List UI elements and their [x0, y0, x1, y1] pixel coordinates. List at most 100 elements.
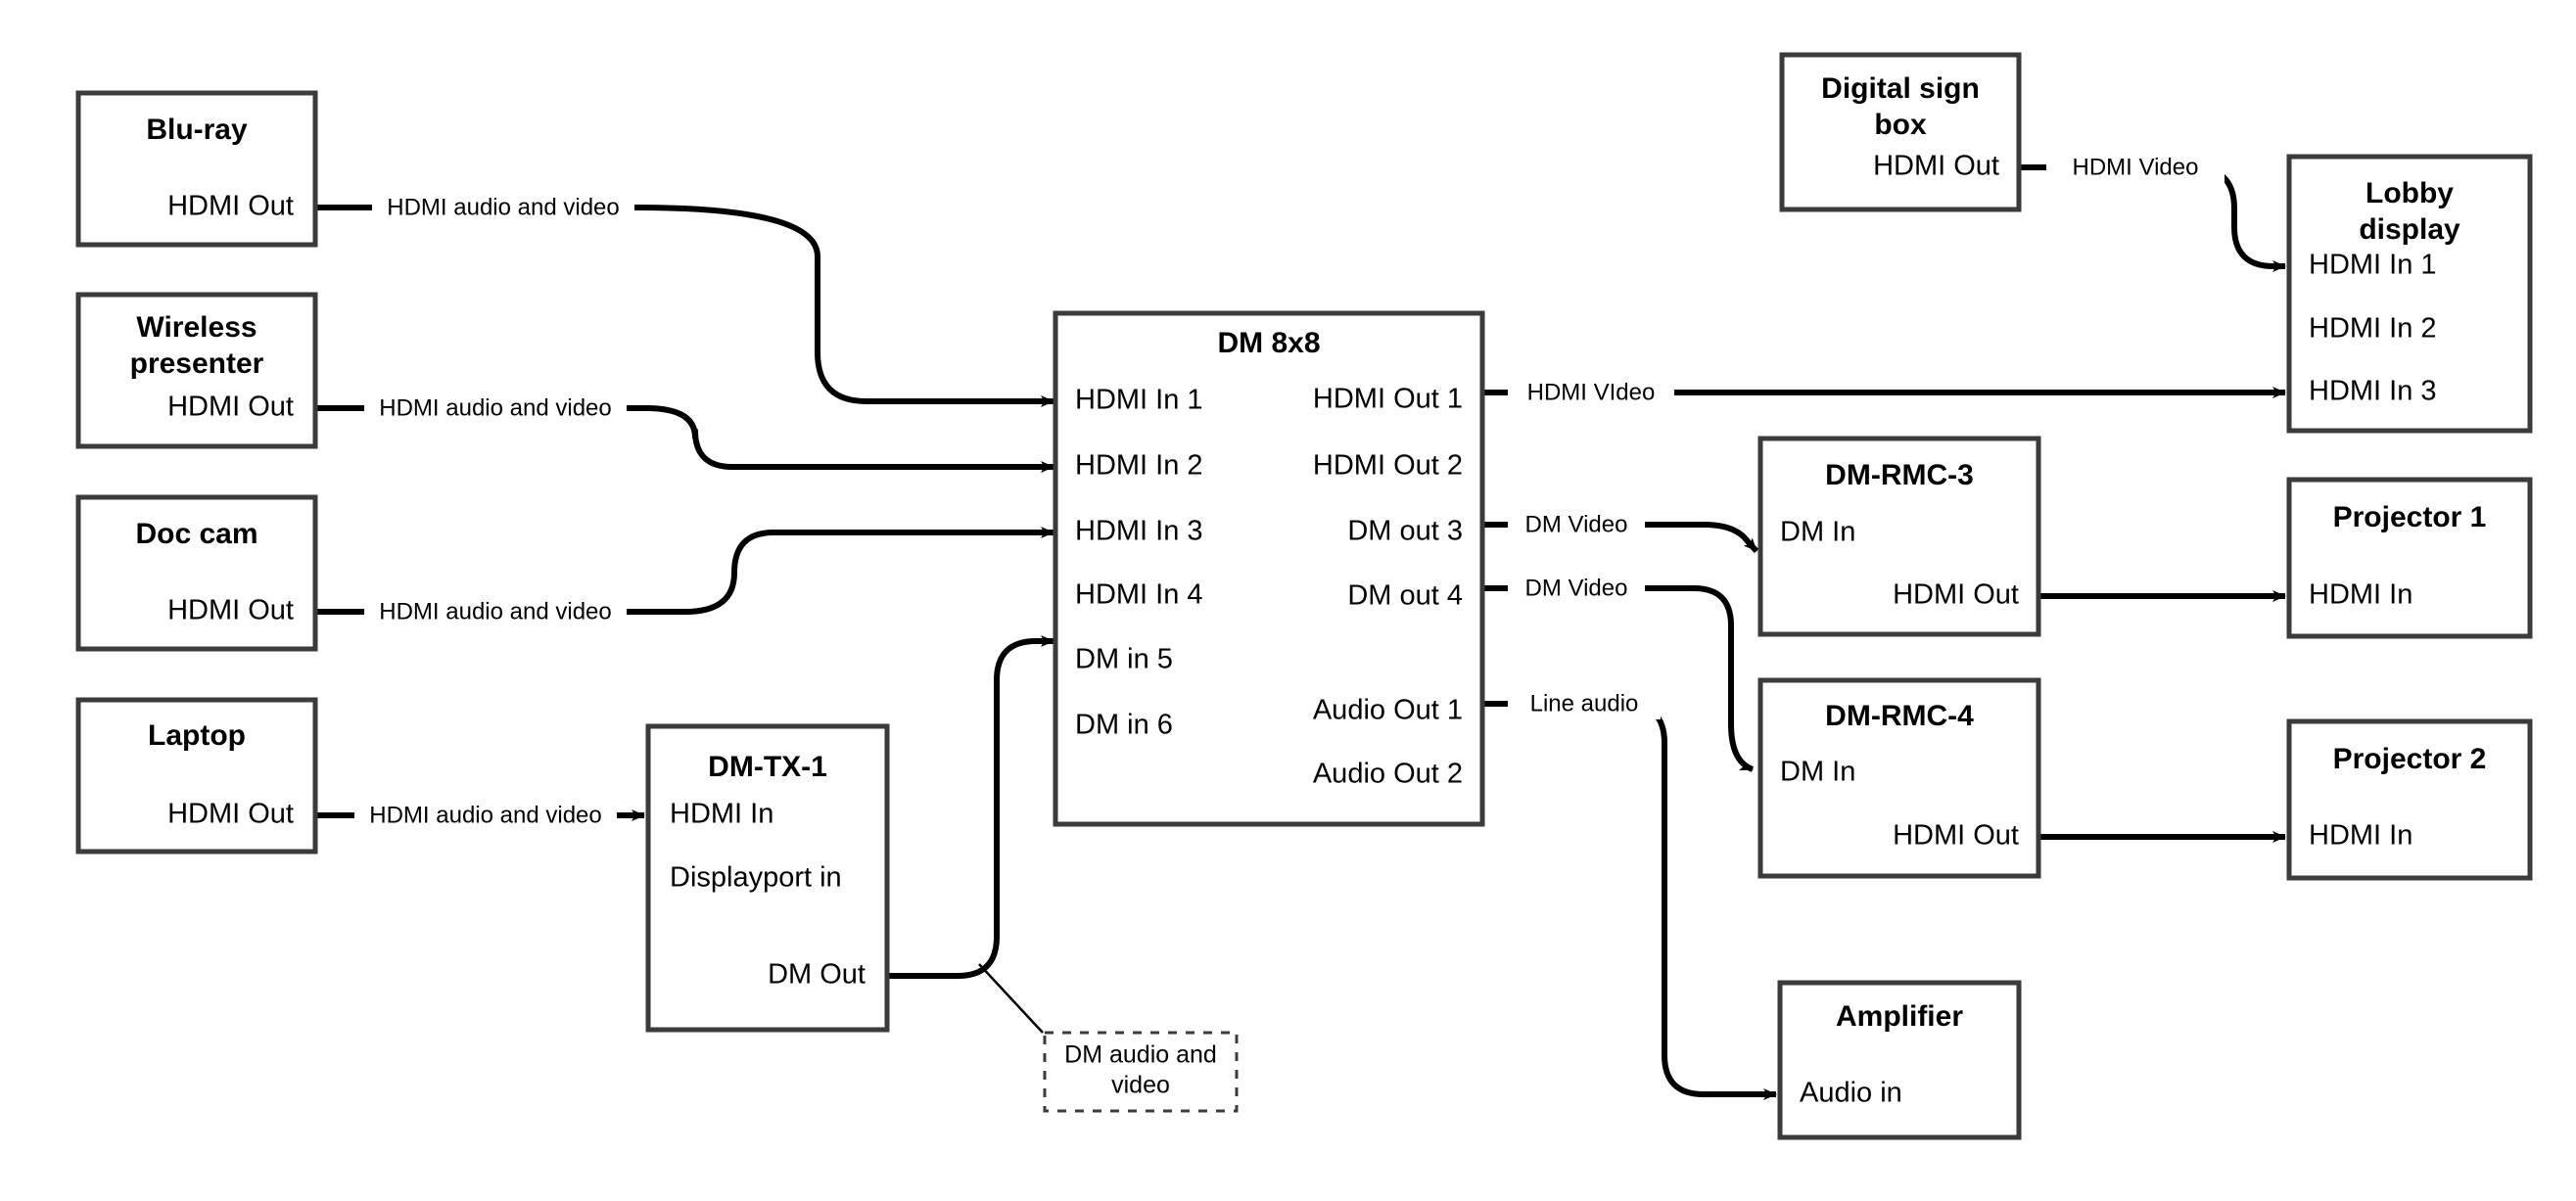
wireless-presenter-title-line2: presenter	[130, 347, 264, 380]
lobby-display-title-line2: display	[2359, 213, 2460, 246]
dm-rmc-3-box[interactable]	[1757, 436, 2041, 637]
projector-1-box[interactable]	[2286, 477, 2533, 639]
edge-wireless-to-dm-in2: HDMI audio and video	[315, 393, 1054, 473]
node-laptop[interactable]: Laptop HDMI Out	[75, 697, 318, 855]
edge-label-wireless: HDMI audio and video	[379, 394, 611, 421]
dm-rmc-3-port-hdmi-out: HDMI Out	[1893, 579, 2019, 611]
blu-ray-box[interactable]	[75, 90, 318, 248]
edge-dm-out4-to-rmc4: DM Video	[1484, 573, 1755, 772]
node-dm-rmc-3[interactable]: DM-RMC-3 DM In HDMI Out	[1757, 436, 2041, 637]
dm-8x8-output-audio-out-2: Audio Out 2	[1313, 759, 1463, 790]
digital-sign-box-box[interactable]	[1779, 52, 2022, 212]
dm-8x8-input-hdmi-in-3: HDMI In 3	[1075, 516, 1203, 547]
amplifier-title: Amplifier	[1836, 1000, 1963, 1033]
amplifier-port-audio-in: Audio in	[1800, 1078, 1902, 1109]
lobby-display-port-hdmi-in-3: HDMI In 3	[2309, 376, 2437, 407]
projector-2-title: Projector 2	[2333, 743, 2487, 775]
edge-label-dm-video-3: DM Video	[1525, 511, 1628, 537]
dm-tx-1-box[interactable]	[645, 723, 890, 1033]
dm-audio-video-note-line2: video	[1111, 1072, 1170, 1099]
dm-audio-video-note-line1: DM audio and	[1064, 1041, 1217, 1069]
edge-label-bg	[1508, 377, 1674, 408]
doc-cam-port-hdmi-out: HDMI Out	[167, 595, 294, 626]
lobby-display-port-hdmi-in-1: HDMI In 1	[2309, 250, 2437, 281]
dm-tx-1-port-displayport-in: Displayport in	[670, 862, 842, 894]
digital-sign-box-title-line1: Digital sign	[1821, 72, 1980, 105]
edge-laptop-to-dmtx: HDMI audio and video	[315, 800, 645, 831]
edge-dm-out3-to-rmc3: DM Video	[1484, 509, 1759, 554]
dm-rmc-3-port-dm-in: DM In	[1780, 517, 1855, 548]
laptop-box[interactable]	[75, 697, 318, 855]
edge-label-bg	[1508, 509, 1645, 540]
edge-label-bg	[2046, 152, 2225, 183]
projector-2-port-hdmi-in: HDMI In	[2309, 820, 2412, 852]
lobby-display-title-line1: Lobby	[2365, 177, 2454, 209]
dm-8x8-output-audio-out-1: Audio Out 1	[1313, 695, 1463, 726]
edge-label-doccam: HDMI audio and video	[379, 598, 611, 624]
dm-rmc-4-box[interactable]	[1757, 677, 2041, 879]
edge-dm-audio1-to-amp: Line audio	[1484, 688, 1777, 1100]
node-dm-8x8[interactable]: DM 8x8 HDMI In 1 HDMI In 2 HDMI In 3 HDM…	[1053, 310, 1485, 827]
dm-tx-1-title: DM-TX-1	[708, 751, 827, 783]
laptop-title: Laptop	[148, 719, 246, 752]
wireless-presenter-title-line1: Wireless	[136, 311, 257, 344]
node-digital-sign-box[interactable]: Digital sign box HDMI Out	[1779, 52, 2022, 212]
node-dm-tx-1[interactable]: DM-TX-1 HDMI In Displayport in DM Out	[645, 723, 890, 1033]
dm-8x8-title: DM 8x8	[1217, 327, 1320, 359]
edge-label-bg	[1508, 573, 1645, 604]
edge-dmtx-to-dm-in5	[887, 635, 1054, 979]
node-dm-rmc-4[interactable]: DM-RMC-4 DM In HDMI Out	[1757, 677, 2041, 879]
edge-bluray-to-dm-in1: HDMI audio and video	[315, 192, 1054, 407]
edge-label-bg	[372, 192, 634, 223]
dm-8x8-output-hdmi-out-2: HDMI Out 2	[1313, 450, 1463, 482]
dm-rmc-4-title: DM-RMC-4	[1825, 700, 1974, 732]
node-lobby-display[interactable]: Lobby display HDMI In 1 HDMI In 2 HDMI I…	[2286, 154, 2533, 434]
lobby-display-box[interactable]	[2286, 154, 2533, 434]
blu-ray-port-hdmi-out: HDMI Out	[167, 191, 294, 222]
node-projector-1[interactable]: Projector 1 HDMI In	[2286, 477, 2533, 639]
note-dm-audio-and-video: DM audio and video	[1043, 1031, 1239, 1113]
edge-label-bg	[1508, 688, 1661, 719]
projector-2-box[interactable]	[2286, 718, 2533, 881]
node-doc-cam[interactable]: Doc cam HDMI Out	[75, 494, 318, 652]
dm-tx-1-port-hdmi-in: HDMI In	[670, 799, 773, 830]
edge-signbox-to-lobby-in1: HDMI Video	[2019, 152, 2286, 272]
dm-rmc-4-port-hdmi-out: HDMI Out	[1893, 820, 2019, 852]
node-amplifier[interactable]: Amplifier Audio in	[1777, 980, 2022, 1140]
laptop-port-hdmi-out: HDMI Out	[167, 799, 294, 830]
dm-8x8-output-hdmi-out-1: HDMI Out 1	[1313, 384, 1463, 415]
edge-label-line-audio: Line audio	[1530, 690, 1639, 716]
edge-label-bg	[364, 393, 627, 424]
edge-label-bluray: HDMI audio and video	[387, 194, 619, 220]
blu-ray-title: Blu-ray	[146, 114, 248, 146]
wireless-presenter-port-hdmi-out: HDMI Out	[167, 392, 294, 423]
amplifier-box[interactable]	[1777, 980, 2022, 1140]
edge-label-bg	[354, 800, 617, 831]
edge-label-hdmi-video-out1: HDMI VIdeo	[1527, 379, 1656, 405]
dm-8x8-input-dm-in-6: DM in 6	[1075, 710, 1173, 741]
dm-8x8-input-hdmi-in-2: HDMI In 2	[1075, 450, 1203, 482]
note-leader-line	[978, 963, 1044, 1034]
node-projector-2[interactable]: Projector 2 HDMI In	[2286, 718, 2533, 881]
dm-rmc-3-title: DM-RMC-3	[1825, 459, 1974, 491]
digital-sign-box-port-hdmi-out: HDMI Out	[1873, 151, 1999, 182]
edge-dm-out1-to-lobby-in3: HDMI VIdeo	[1484, 377, 2286, 408]
lobby-display-port-hdmi-in-2: HDMI In 2	[2309, 313, 2437, 345]
dm-8x8-output-dm-out-4: DM out 4	[1347, 580, 1463, 612]
node-blu-ray[interactable]: Blu-ray HDMI Out	[75, 90, 318, 248]
node-wireless-presenter[interactable]: Wireless presenter HDMI Out	[75, 292, 318, 449]
projector-1-port-hdmi-in: HDMI In	[2309, 579, 2412, 611]
dm-8x8-input-hdmi-in-1: HDMI In 1	[1075, 385, 1203, 416]
edge-label-dm-video-4: DM Video	[1525, 575, 1628, 601]
edge-label-bg	[364, 596, 627, 627]
wireless-presenter-box[interactable]	[75, 292, 318, 449]
dm-8x8-box[interactable]	[1053, 310, 1485, 827]
doc-cam-box[interactable]	[75, 494, 318, 652]
dm-8x8-input-hdmi-in-4: HDMI In 4	[1075, 579, 1203, 611]
digital-sign-box-title-line2: box	[1874, 109, 1927, 141]
dm-8x8-input-dm-in-5: DM in 5	[1075, 644, 1173, 675]
edge-doccam-to-dm-in3: HDMI audio and video	[315, 527, 1054, 627]
dm-8x8-output-dm-out-3: DM out 3	[1347, 516, 1463, 547]
